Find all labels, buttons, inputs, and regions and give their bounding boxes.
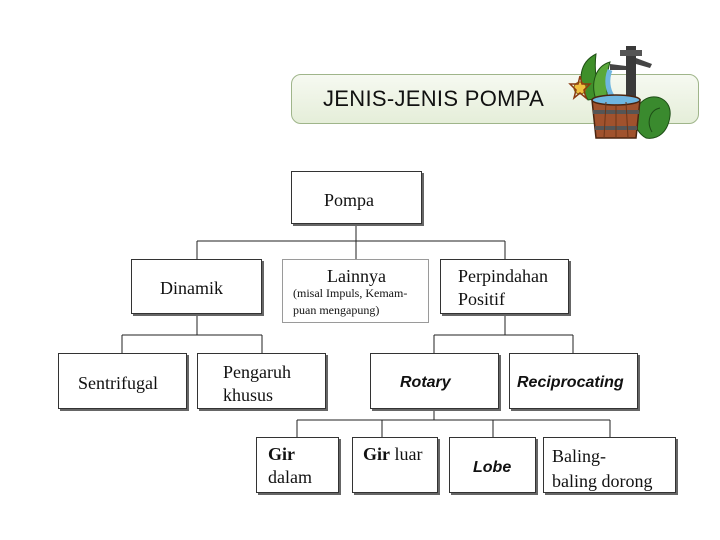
node-perpindahan-positif: Perpindahan Positif <box>440 259 569 314</box>
node-baling-dorong: Baling- baling dorong <box>543 437 676 493</box>
node-gir-dalam-label-1: Gir <box>268 443 295 465</box>
node-dinamik-label: Dinamik <box>160 277 223 299</box>
node-pengaruh-khusus: Pengaruh khusus <box>197 353 326 409</box>
node-pompa-label: Pompa <box>324 189 374 211</box>
node-rotary-label: Rotary <box>400 372 451 394</box>
node-pompa: Pompa <box>291 171 422 224</box>
node-gir-dalam-label-2: dalam <box>268 466 312 488</box>
node-gir-luar-label: Gir luar <box>363 443 422 465</box>
node-baling-label-1: Baling- <box>552 445 606 467</box>
node-gir-luar-label-1: Gir <box>363 444 390 464</box>
node-reciprocating-label: Reciprocating <box>517 372 624 394</box>
node-rotary: Rotary <box>370 353 499 409</box>
node-gir-luar-label-2: luar <box>395 444 423 464</box>
node-lainnya: Lainnya (misal Impuls, Kemam- puan menga… <box>282 259 429 323</box>
node-perpindahan-label-2: Positif <box>458 288 505 310</box>
node-dinamik: Dinamik <box>131 259 262 314</box>
node-lainnya-note-2: puan mengapung) <box>293 303 379 318</box>
node-lainnya-note-1: (misal Impuls, Kemam- <box>293 286 407 301</box>
node-lobe-label: Lobe <box>473 457 511 479</box>
node-perpindahan-label-1: Perpindahan <box>458 265 548 287</box>
node-gir-luar: Gir luar <box>352 437 438 493</box>
node-baling-label-2: baling dorong <box>552 470 653 492</box>
node-lobe: Lobe <box>449 437 536 493</box>
node-reciprocating: Reciprocating <box>509 353 638 409</box>
node-pengaruh-label-1: Pengaruh <box>223 361 291 383</box>
node-sentrifugal-label: Sentrifugal <box>78 372 158 394</box>
node-gir-dalam: Gir dalam <box>256 437 339 493</box>
node-lainnya-label: Lainnya <box>327 265 386 287</box>
node-pengaruh-label-2: khusus <box>223 384 273 406</box>
node-sentrifugal: Sentrifugal <box>58 353 187 409</box>
